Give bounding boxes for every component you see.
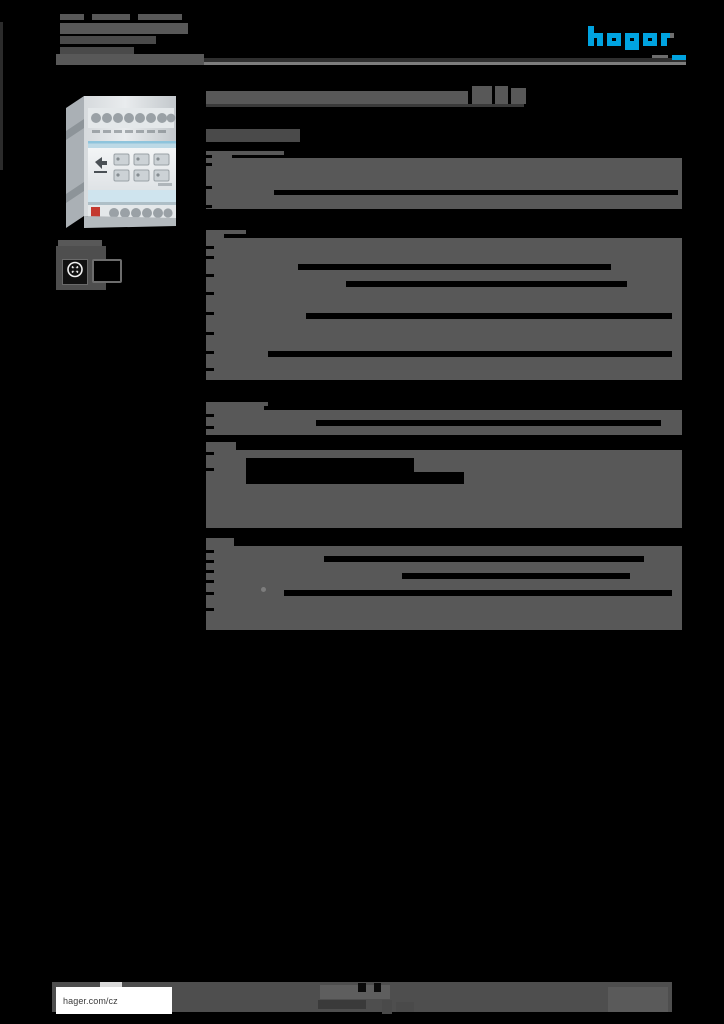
page-edge-left <box>0 22 3 170</box>
footer-center-block-c <box>382 1000 392 1014</box>
header-ref-code-b <box>92 14 130 20</box>
header-divider-grey-accent <box>652 55 668 58</box>
group-top-gap <box>236 446 682 450</box>
spec-row-value-cut <box>274 190 678 195</box>
spec-row-value-cut <box>284 590 672 596</box>
header-divider <box>56 54 686 65</box>
tick <box>206 550 214 553</box>
tick <box>206 274 214 277</box>
knx-badge <box>62 259 88 285</box>
enclosure-badge <box>92 259 122 283</box>
footer-url-box[interactable]: hager.com/cz <box>56 987 172 1014</box>
tick <box>206 468 214 471</box>
header-ref-code-c <box>138 14 182 20</box>
badge-group-label <box>58 240 102 247</box>
group-top-gap <box>234 542 682 546</box>
page-title-underline <box>206 104 524 107</box>
page-title-accent-b <box>495 86 508 104</box>
tick <box>206 452 214 455</box>
tick <box>206 205 212 208</box>
tick <box>206 186 212 189</box>
spec-row-value-cut <box>246 458 414 474</box>
header-ref-code-a <box>60 14 84 20</box>
page-subtitle <box>206 129 300 142</box>
list-bullet <box>261 587 266 592</box>
spec-row-value-cut <box>402 573 630 579</box>
spec-group-5-header <box>206 538 234 546</box>
tick <box>206 580 214 583</box>
spec-row-value-cut <box>346 281 627 287</box>
tick <box>206 592 214 595</box>
tick <box>206 426 214 429</box>
tick <box>206 256 214 259</box>
group-gap <box>206 435 682 439</box>
document-header <box>60 12 662 64</box>
tick <box>206 368 214 371</box>
footer-notch <box>100 982 122 990</box>
badge-group <box>56 240 136 298</box>
page-title-accent-c <box>511 88 526 104</box>
tick <box>206 560 214 563</box>
tick <box>206 292 214 295</box>
footer-center-gap-a <box>358 983 366 992</box>
spec-group-4-header <box>206 442 236 450</box>
tick <box>206 155 212 158</box>
header-divider-brand-accent <box>672 55 686 60</box>
group-top-gap <box>232 155 682 158</box>
spec-group-3 <box>206 402 682 439</box>
tick <box>206 414 214 417</box>
group-top-gap <box>264 406 682 410</box>
knx-mark-icon <box>66 261 84 284</box>
footer-center-gap-b <box>374 983 381 992</box>
footer-url[interactable]: hager.com/cz <box>63 996 118 1006</box>
spec-group-1 <box>206 151 682 213</box>
product-image <box>58 86 186 236</box>
spec-row-value-cut <box>316 420 661 426</box>
group-gap <box>206 380 682 384</box>
footer-center-block-d <box>396 1002 414 1012</box>
hager-logo <box>588 26 674 50</box>
spec-group-2 <box>206 230 682 384</box>
footer-center-block-a <box>320 985 390 999</box>
spec-group-3-header <box>206 402 268 410</box>
page-title-accent-a <box>472 86 492 104</box>
page-footer: hager.com/cz <box>52 982 672 1016</box>
header-subtitle-block <box>60 36 156 44</box>
tick <box>206 163 212 166</box>
group-gap <box>206 209 682 213</box>
footer-center-block-b <box>318 1000 366 1009</box>
tick <box>206 570 214 573</box>
tick <box>206 246 214 249</box>
page-title-bar <box>206 91 468 104</box>
tick <box>206 312 214 315</box>
header-title-block-tail <box>160 23 188 34</box>
spec-group-4 <box>206 442 682 532</box>
header-subtitle-tail <box>138 36 150 44</box>
tick <box>206 608 214 611</box>
tick <box>206 351 214 354</box>
header-divider-cap <box>56 54 204 65</box>
group-top-gap <box>224 234 682 238</box>
spec-row-value-cut <box>306 313 672 319</box>
header-title-block <box>60 23 180 34</box>
footer-page-number-block <box>608 987 668 1012</box>
spec-group-5 <box>206 538 682 630</box>
spec-row-value-cut <box>246 472 464 484</box>
group-gap <box>206 528 682 532</box>
header-caption-block <box>60 47 134 56</box>
spec-row-value-cut <box>298 264 611 270</box>
spec-row-value-cut <box>324 556 644 562</box>
tick <box>206 332 214 335</box>
spec-row-value-cut <box>268 351 672 357</box>
